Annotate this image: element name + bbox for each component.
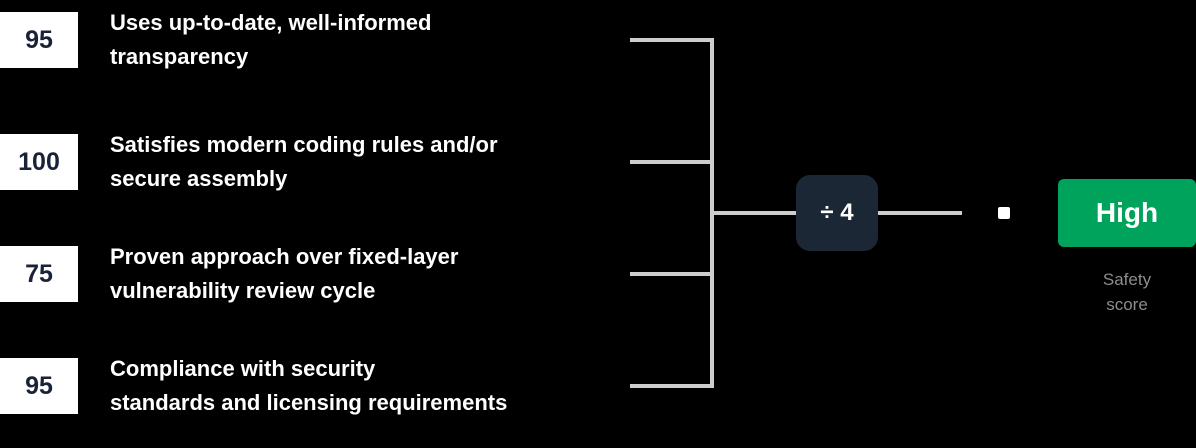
score-value: 75	[25, 259, 53, 288]
criterion-label-line: secure assembly	[110, 166, 288, 191]
operator-output-line	[878, 211, 962, 215]
criterion-label-line: Proven approach over fixed-layer	[110, 244, 459, 269]
equals-square-icon	[998, 207, 1010, 219]
result-caption-line: score	[1106, 295, 1148, 314]
divide-operator-box: ÷ 4	[796, 175, 878, 251]
criterion-label-line: Compliance with security	[110, 356, 376, 381]
score-box: 95	[0, 12, 78, 68]
score-box: 95	[0, 358, 78, 414]
score-value: 100	[18, 147, 60, 176]
criterion-label-line: Satisfies modern coding rules and/or	[110, 132, 498, 157]
criterion-label-line: Uses up-to-date, well-informed	[110, 10, 432, 35]
connector-line	[630, 160, 714, 164]
criterion-label: Proven approach over fixed-layer vulnera…	[110, 240, 630, 308]
score-box: 75	[0, 246, 78, 302]
connector-line	[630, 272, 714, 276]
criterion-label: Uses up-to-date, well-informed transpare…	[110, 6, 630, 74]
criterion-label: Satisfies modern coding rules and/or sec…	[110, 128, 630, 196]
criterion-label-line: transparency	[110, 44, 249, 69]
bracket-output-line	[710, 211, 797, 215]
connector-line	[630, 38, 714, 42]
criterion-label: Compliance with security standards and l…	[110, 352, 630, 420]
divide-operator-label: ÷ 4	[820, 199, 854, 226]
score-box: 100	[0, 134, 78, 190]
criterion-label-line: vulnerability review cycle	[110, 278, 376, 303]
score-value: 95	[25, 25, 53, 54]
result-badge: High	[1058, 179, 1196, 247]
result-caption: Safety score	[1058, 267, 1196, 317]
connector-line	[630, 384, 714, 388]
score-value: 95	[25, 371, 53, 400]
result-label: High	[1095, 197, 1159, 228]
criterion-label-line: standards and licensing requirements	[110, 390, 508, 415]
result-caption-line: Safety	[1102, 270, 1152, 289]
